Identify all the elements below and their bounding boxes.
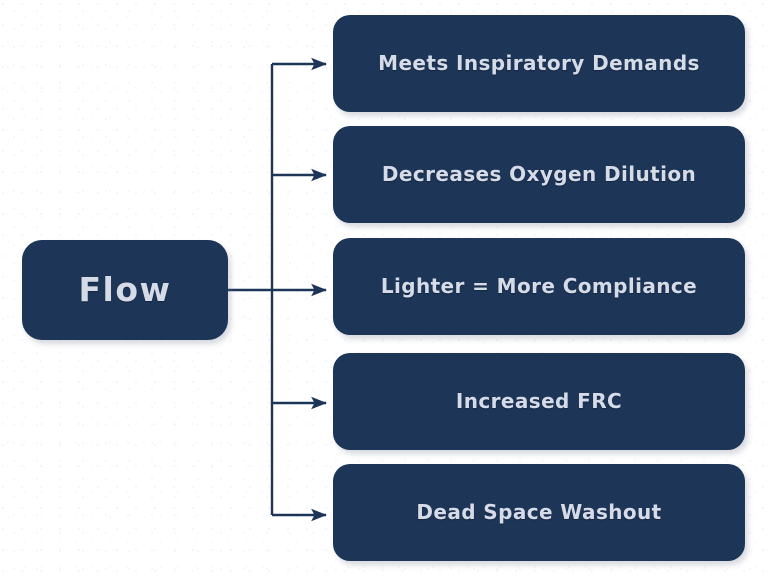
node-branch-label: Decreases Oxygen Dilution	[381, 162, 697, 186]
node-branch-increased-frc[interactable]: Increased FRC	[333, 353, 745, 450]
node-branch-dead-space-washout[interactable]: Dead Space Washout	[333, 464, 745, 561]
node-branch-label: Increased FRC	[455, 389, 623, 413]
node-root-label: Flow	[78, 270, 172, 310]
node-branch-lighter-more-compliance[interactable]: Lighter = More Compliance	[333, 238, 745, 335]
node-root-flow[interactable]: Flow	[22, 240, 228, 340]
node-branch-label: Meets Inspiratory Demands	[378, 51, 700, 75]
node-branch-decreases-oxygen-dilution[interactable]: Decreases Oxygen Dilution	[333, 126, 745, 223]
node-branch-label: Dead Space Washout	[416, 500, 662, 524]
node-branch-meets-inspiratory-demands[interactable]: Meets Inspiratory Demands	[333, 15, 745, 112]
node-branch-label: Lighter = More Compliance	[380, 274, 698, 298]
